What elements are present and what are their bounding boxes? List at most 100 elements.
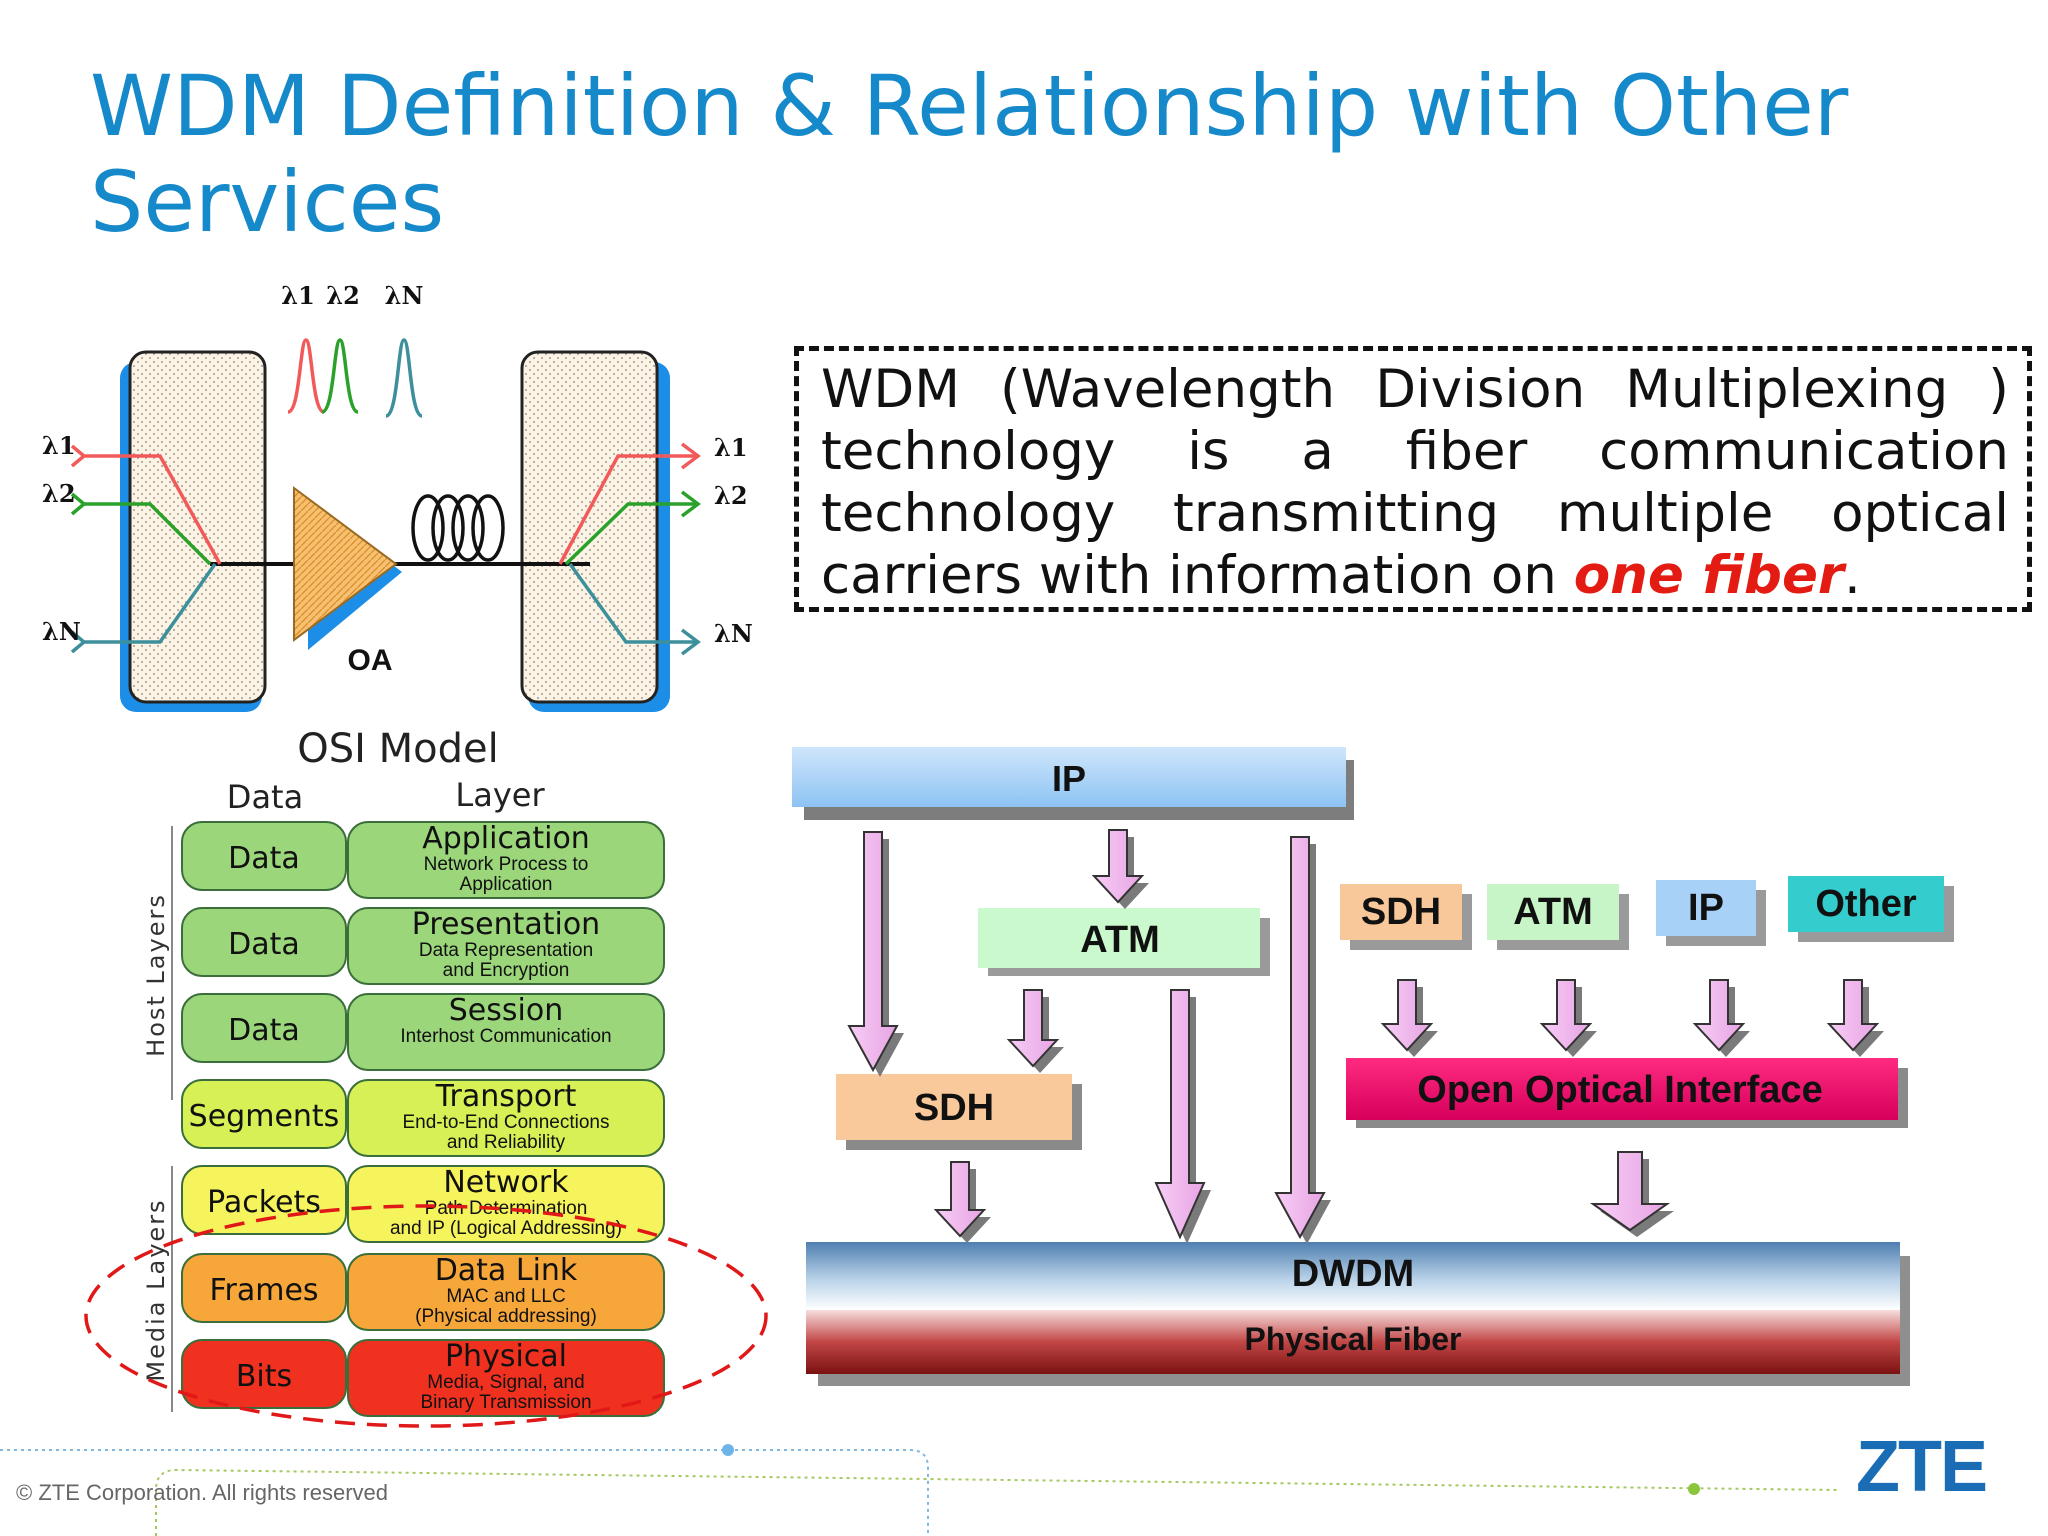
sdh-box — [836, 1074, 1072, 1140]
output-arrow-N-icon — [680, 628, 701, 656]
atm-box — [978, 908, 1260, 968]
osi-layer-name: Session — [449, 993, 563, 1028]
down-arrow-icon — [1826, 979, 1884, 1057]
client-box-label: SDH — [1361, 891, 1441, 933]
footer-decoration — [0, 1444, 1841, 1536]
down-arrow-icon — [1589, 1151, 1674, 1237]
input-path-N — [84, 562, 217, 644]
osi-data-label: Segments — [189, 1099, 340, 1134]
input-path-2 — [84, 502, 212, 566]
zte-logo: ZTE — [1856, 1427, 1988, 1507]
down-arrow-icon — [1154, 989, 1211, 1244]
client-box-body — [1788, 876, 1944, 932]
ooi-bar-label: Open Optical Interface — [1417, 1069, 1822, 1111]
osi-layer-desc: MAC and LLC — [446, 1286, 565, 1307]
down-arrow-icon — [847, 831, 904, 1077]
service-stack: IP ATM SDH SDH ATM IP Other Open Optical In… — [792, 747, 1954, 1386]
osi-layer-desc: and Reliability — [447, 1132, 566, 1153]
peak-lambda2-icon — [321, 338, 359, 414]
peak-lambdaN-icon — [385, 338, 423, 418]
optical-amplifier — [293, 486, 398, 642]
fiber-coil-icon — [411, 494, 505, 562]
osi-layer-name: Network — [443, 1165, 569, 1200]
definition-box: WDM (Wavelength Division Multiplexing ) … — [794, 346, 2032, 612]
osi-title: OSI Model — [297, 726, 498, 772]
down-arrow-icon — [1380, 979, 1438, 1057]
client-box-other: Other — [1788, 876, 1954, 942]
osi-layer-desc: Interhost Communication — [400, 1026, 611, 1047]
footer-line-blue — [0, 1449, 929, 1536]
footer-dot-green — [1688, 1483, 1700, 1495]
peak-label-N: λN — [385, 281, 424, 310]
title-line-1: WDM Definition & Relationship with Other — [90, 57, 1849, 155]
osi-layer-desc: and Encryption — [443, 960, 570, 981]
osi-col-data: Data — [227, 778, 303, 816]
osi-layer-desc: End-to-End Connections — [402, 1112, 609, 1133]
osi-layer-cell — [347, 1339, 665, 1417]
osi-data-label: Data — [228, 841, 300, 876]
group-host-label: Host Layers — [142, 893, 170, 1057]
osi-data-cell — [181, 1165, 347, 1235]
client-box-body — [1487, 884, 1619, 940]
input-label-1: λ1 — [42, 431, 76, 460]
definition-highlight: one fiber — [1573, 545, 1845, 606]
osi-layer-name: Transport — [435, 1079, 577, 1114]
client-box-atm: ATM — [1487, 884, 1629, 950]
osi-layer-name: Data Link — [435, 1253, 578, 1288]
down-arrow-icon — [1274, 836, 1331, 1244]
footer-dot-blue — [722, 1444, 734, 1456]
input-label-N: λN — [42, 617, 81, 646]
atm-box-label: ATM — [1080, 919, 1160, 961]
wdm-diagram: OA λ1 λ2 λN λ1 λ2 λN λ1 λ2 — [42, 281, 753, 712]
client-box-body — [1656, 880, 1756, 936]
osi-layer-desc: Application — [460, 874, 553, 895]
ooi-bar — [1346, 1058, 1898, 1120]
osi-layer-desc: Media, Signal, and — [427, 1372, 584, 1393]
osi-data-cell — [181, 1253, 347, 1323]
copyright: © ZTE Corporation. All rights reserved — [16, 1480, 389, 1505]
client-box-label: IP — [1688, 887, 1724, 929]
client-box-body — [1340, 884, 1462, 940]
fiber-label: Physical Fiber — [1245, 1321, 1462, 1357]
client-box-ip: IP — [1656, 880, 1766, 946]
down-arrow-icon — [1692, 979, 1750, 1057]
osi-layer-cell — [347, 993, 665, 1071]
dwdm-bar — [806, 1242, 1900, 1310]
highlight-ellipse — [84, 1204, 768, 1428]
osi-data-label: Data — [228, 1013, 300, 1048]
osi-layer-cell — [347, 821, 665, 899]
sdh-box-label: SDH — [914, 1087, 994, 1129]
peak-label-2: λ2 — [326, 281, 360, 310]
osi-layer-cell — [347, 1079, 665, 1157]
oa-label: OA — [348, 644, 393, 677]
down-arrow-icon — [1539, 979, 1597, 1057]
down-arrow-icon — [1006, 989, 1064, 1073]
client-box-label: ATM — [1513, 891, 1593, 933]
osi-layer-desc: Network Process to — [424, 854, 589, 875]
osi-layer-cell — [347, 1253, 665, 1331]
osi-layer-desc: (Physical addressing) — [415, 1306, 597, 1327]
osi-col-layer: Layer — [455, 776, 545, 814]
osi-data-cell — [181, 1339, 347, 1409]
osi-layer-desc: and IP (Logical Addressing) — [390, 1218, 622, 1239]
ip-bar-label: IP — [1052, 758, 1086, 799]
osi-layer-desc: Binary Transmission — [420, 1392, 591, 1413]
slide-title: WDM Definition & Relationship with Other… — [90, 58, 1990, 250]
output-arrow-2-icon — [680, 490, 701, 518]
client-boxes: SDH ATM IP Other — [1340, 876, 1954, 950]
fiber-bar — [806, 1310, 1900, 1374]
peak-lambda1-icon — [287, 338, 325, 414]
osi-model: OSI Model Data Layer Host Layers Media L… — [84, 726, 768, 1428]
client-box-label: Other — [1815, 883, 1917, 925]
output-label-2: λ2 — [714, 481, 748, 510]
osi-data-cell — [181, 993, 347, 1063]
osi-layer-cell — [347, 907, 665, 985]
peak-label-1: λ1 — [281, 281, 315, 310]
